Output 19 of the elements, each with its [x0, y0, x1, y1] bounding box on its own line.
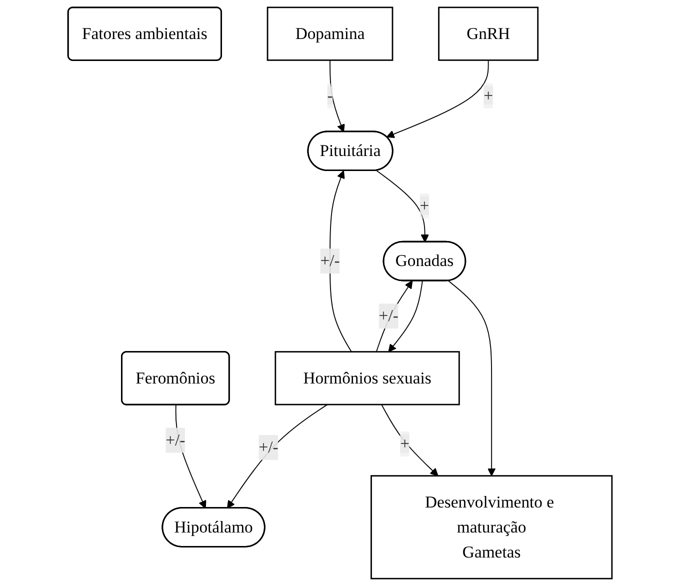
arrow — [376, 280, 413, 352]
arrow — [381, 404, 438, 476]
edge-label: + — [484, 86, 494, 105]
edge-label: +/- — [378, 306, 398, 325]
arrow — [386, 60, 489, 138]
node-box: Dopamina — [266, 6, 394, 61]
arrow — [388, 280, 423, 352]
node-box: GnRH — [438, 6, 539, 61]
node-box: Hormônios sexuais — [274, 351, 460, 406]
edge-label: +/- — [320, 251, 340, 270]
arrow — [330, 60, 345, 132]
edge-label: +/- — [258, 438, 278, 456]
edge-label: + — [400, 434, 410, 453]
edge-label: + — [420, 196, 430, 215]
node-box: Desenvolvimento e maturação Gametas — [370, 475, 613, 580]
edge-label: +/- — [166, 430, 186, 449]
edge-label: - — [327, 86, 333, 105]
arrow — [227, 404, 328, 509]
arrow — [448, 280, 496, 476]
